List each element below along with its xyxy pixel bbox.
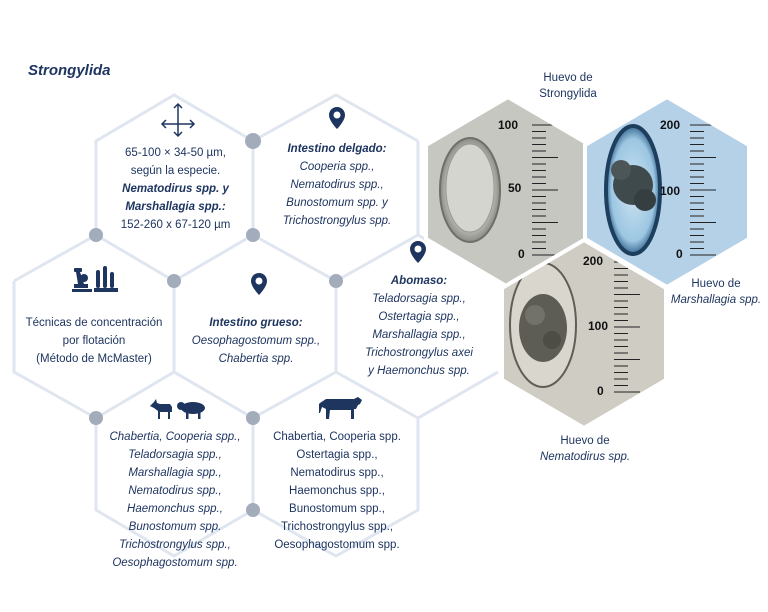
- species-item: Bunostomum spp.,: [289, 503, 385, 515]
- species-item: Chabertia, Cooperia spp.,: [109, 431, 241, 443]
- vertex-dots: [89, 133, 343, 517]
- size-line: según la especie.: [130, 165, 221, 177]
- nematodirus-scale-bottom: 0: [597, 384, 604, 398]
- species-item: Nematodirus spp.,: [290, 179, 384, 191]
- species-item: Haemonchus spp.,: [289, 485, 385, 497]
- caption-line: Nematodirus spp.: [539, 451, 631, 463]
- species-item: Bunostomum spp.: [128, 521, 222, 533]
- microscope-lab-icon: [72, 266, 118, 292]
- species-item: Teladorsagia spp.,: [128, 449, 222, 461]
- bovinos-text: Chabertia, Cooperia spp. Ostertagia spp.…: [258, 428, 416, 554]
- marshallagia-scale-bottom: 0: [676, 247, 683, 261]
- species-item: Nematodirus spp.,: [128, 485, 222, 497]
- species-item: Chabertia, Cooperia spp.: [273, 431, 401, 443]
- marshallagia-scale-top: 200: [660, 118, 681, 132]
- species-item: Ostertagia spp.,: [378, 311, 460, 323]
- species-item: Trichostrongylus spp.,: [119, 539, 231, 551]
- size-line: 152-260 x 67-120 µm: [120, 219, 231, 231]
- location-pin-icon: [251, 273, 267, 295]
- strongylida-scale-mid: 50: [508, 181, 522, 195]
- tecnicas-line: Técnicas de concentración: [25, 317, 163, 329]
- species-item: Chabertia spp.: [218, 353, 294, 365]
- species-item: Trichostrongylus spp.,: [280, 521, 394, 533]
- cow-icon: [319, 397, 362, 419]
- caption-line: Huevo de: [691, 278, 741, 290]
- species-item: Trichostrongylus spp.: [282, 215, 392, 227]
- species-item: Nematodirus spp.,: [290, 467, 384, 479]
- caption-line: Strongylida: [539, 88, 597, 100]
- location-pin-icon: [329, 107, 345, 129]
- caption-line: Huevo de: [560, 435, 610, 447]
- intestino-grueso-text: Intestino grueso: Oesophagostomum spp., …: [177, 314, 335, 368]
- intestino-delgado-heading: Intestino delgado:: [287, 143, 387, 155]
- tecnicas-line: (Método de McMaster): [36, 353, 152, 365]
- species-item: Bunostomum spp. y: [286, 197, 388, 209]
- size-line-bold: Marshallagia spp.:: [125, 201, 226, 213]
- marshallagia-egg-caption: Huevo de Marshallagia spp.: [666, 276, 766, 308]
- tecnicas-text: Técnicas de concentración por flotación …: [14, 314, 174, 368]
- species-item: Oesophagostomum spp.,: [191, 335, 321, 347]
- abomaso-heading: Abomaso:: [390, 275, 448, 287]
- species-item: Haemonchus spp.,: [127, 503, 223, 515]
- species-item: Trichostrongylus axei: [365, 347, 473, 359]
- nematodirus-scale-top: 200: [583, 254, 604, 268]
- strongylida-scale-bottom: 0: [518, 247, 525, 261]
- tecnicas-line: por flotación: [62, 335, 126, 347]
- species-item: Teladorsagia spp.,: [372, 293, 466, 305]
- nematodirus-egg-caption: Huevo de Nematodirus spp.: [530, 433, 640, 465]
- strongylida-scale-top: 100: [498, 118, 519, 132]
- species-item: Marshallagia spp.,: [128, 467, 222, 479]
- arrows-move-icon: [160, 102, 196, 138]
- species-item: Marshallagia spp.,: [372, 329, 466, 341]
- strongylida-egg-caption: Huevo de Strongylida: [528, 70, 608, 102]
- nematodirus-scale-mid: 100: [588, 319, 609, 333]
- species-item: Cooperia spp.,: [299, 161, 375, 173]
- species-item: Oesophagostomum spp.: [274, 539, 400, 551]
- species-item: Oesophagostomum spp.: [112, 557, 238, 569]
- pequenos-rumiantes-text: Chabertia, Cooperia spp., Teladorsagia s…: [96, 428, 254, 572]
- location-pin-icon: [410, 241, 426, 263]
- egg-size-text: 65-100 × 34-50 µm, según la especie. Nem…: [98, 144, 253, 234]
- species-item: Ostertagia spp.,: [296, 449, 378, 461]
- intestino-delgado-text: Intestino delgado: Cooperia spp., Nemato…: [258, 140, 416, 230]
- caption-line: Huevo de: [543, 72, 593, 84]
- marshallagia-scale-mid: 100: [660, 184, 681, 198]
- goat-sheep-icon: [150, 399, 205, 419]
- size-line: 65-100 × 34-50 µm,: [125, 147, 226, 159]
- species-item: y Haemonchus spp.: [368, 365, 470, 377]
- size-line-bold: Nematodirus spp. y: [122, 183, 229, 195]
- abomaso-text: Abomaso: Teladorsagia spp., Ostertagia s…: [340, 272, 498, 380]
- section-title: Strongylida: [28, 62, 111, 79]
- intestino-grueso-heading: Intestino grueso:: [209, 317, 303, 329]
- caption-line: Marshallagia spp.: [670, 294, 762, 306]
